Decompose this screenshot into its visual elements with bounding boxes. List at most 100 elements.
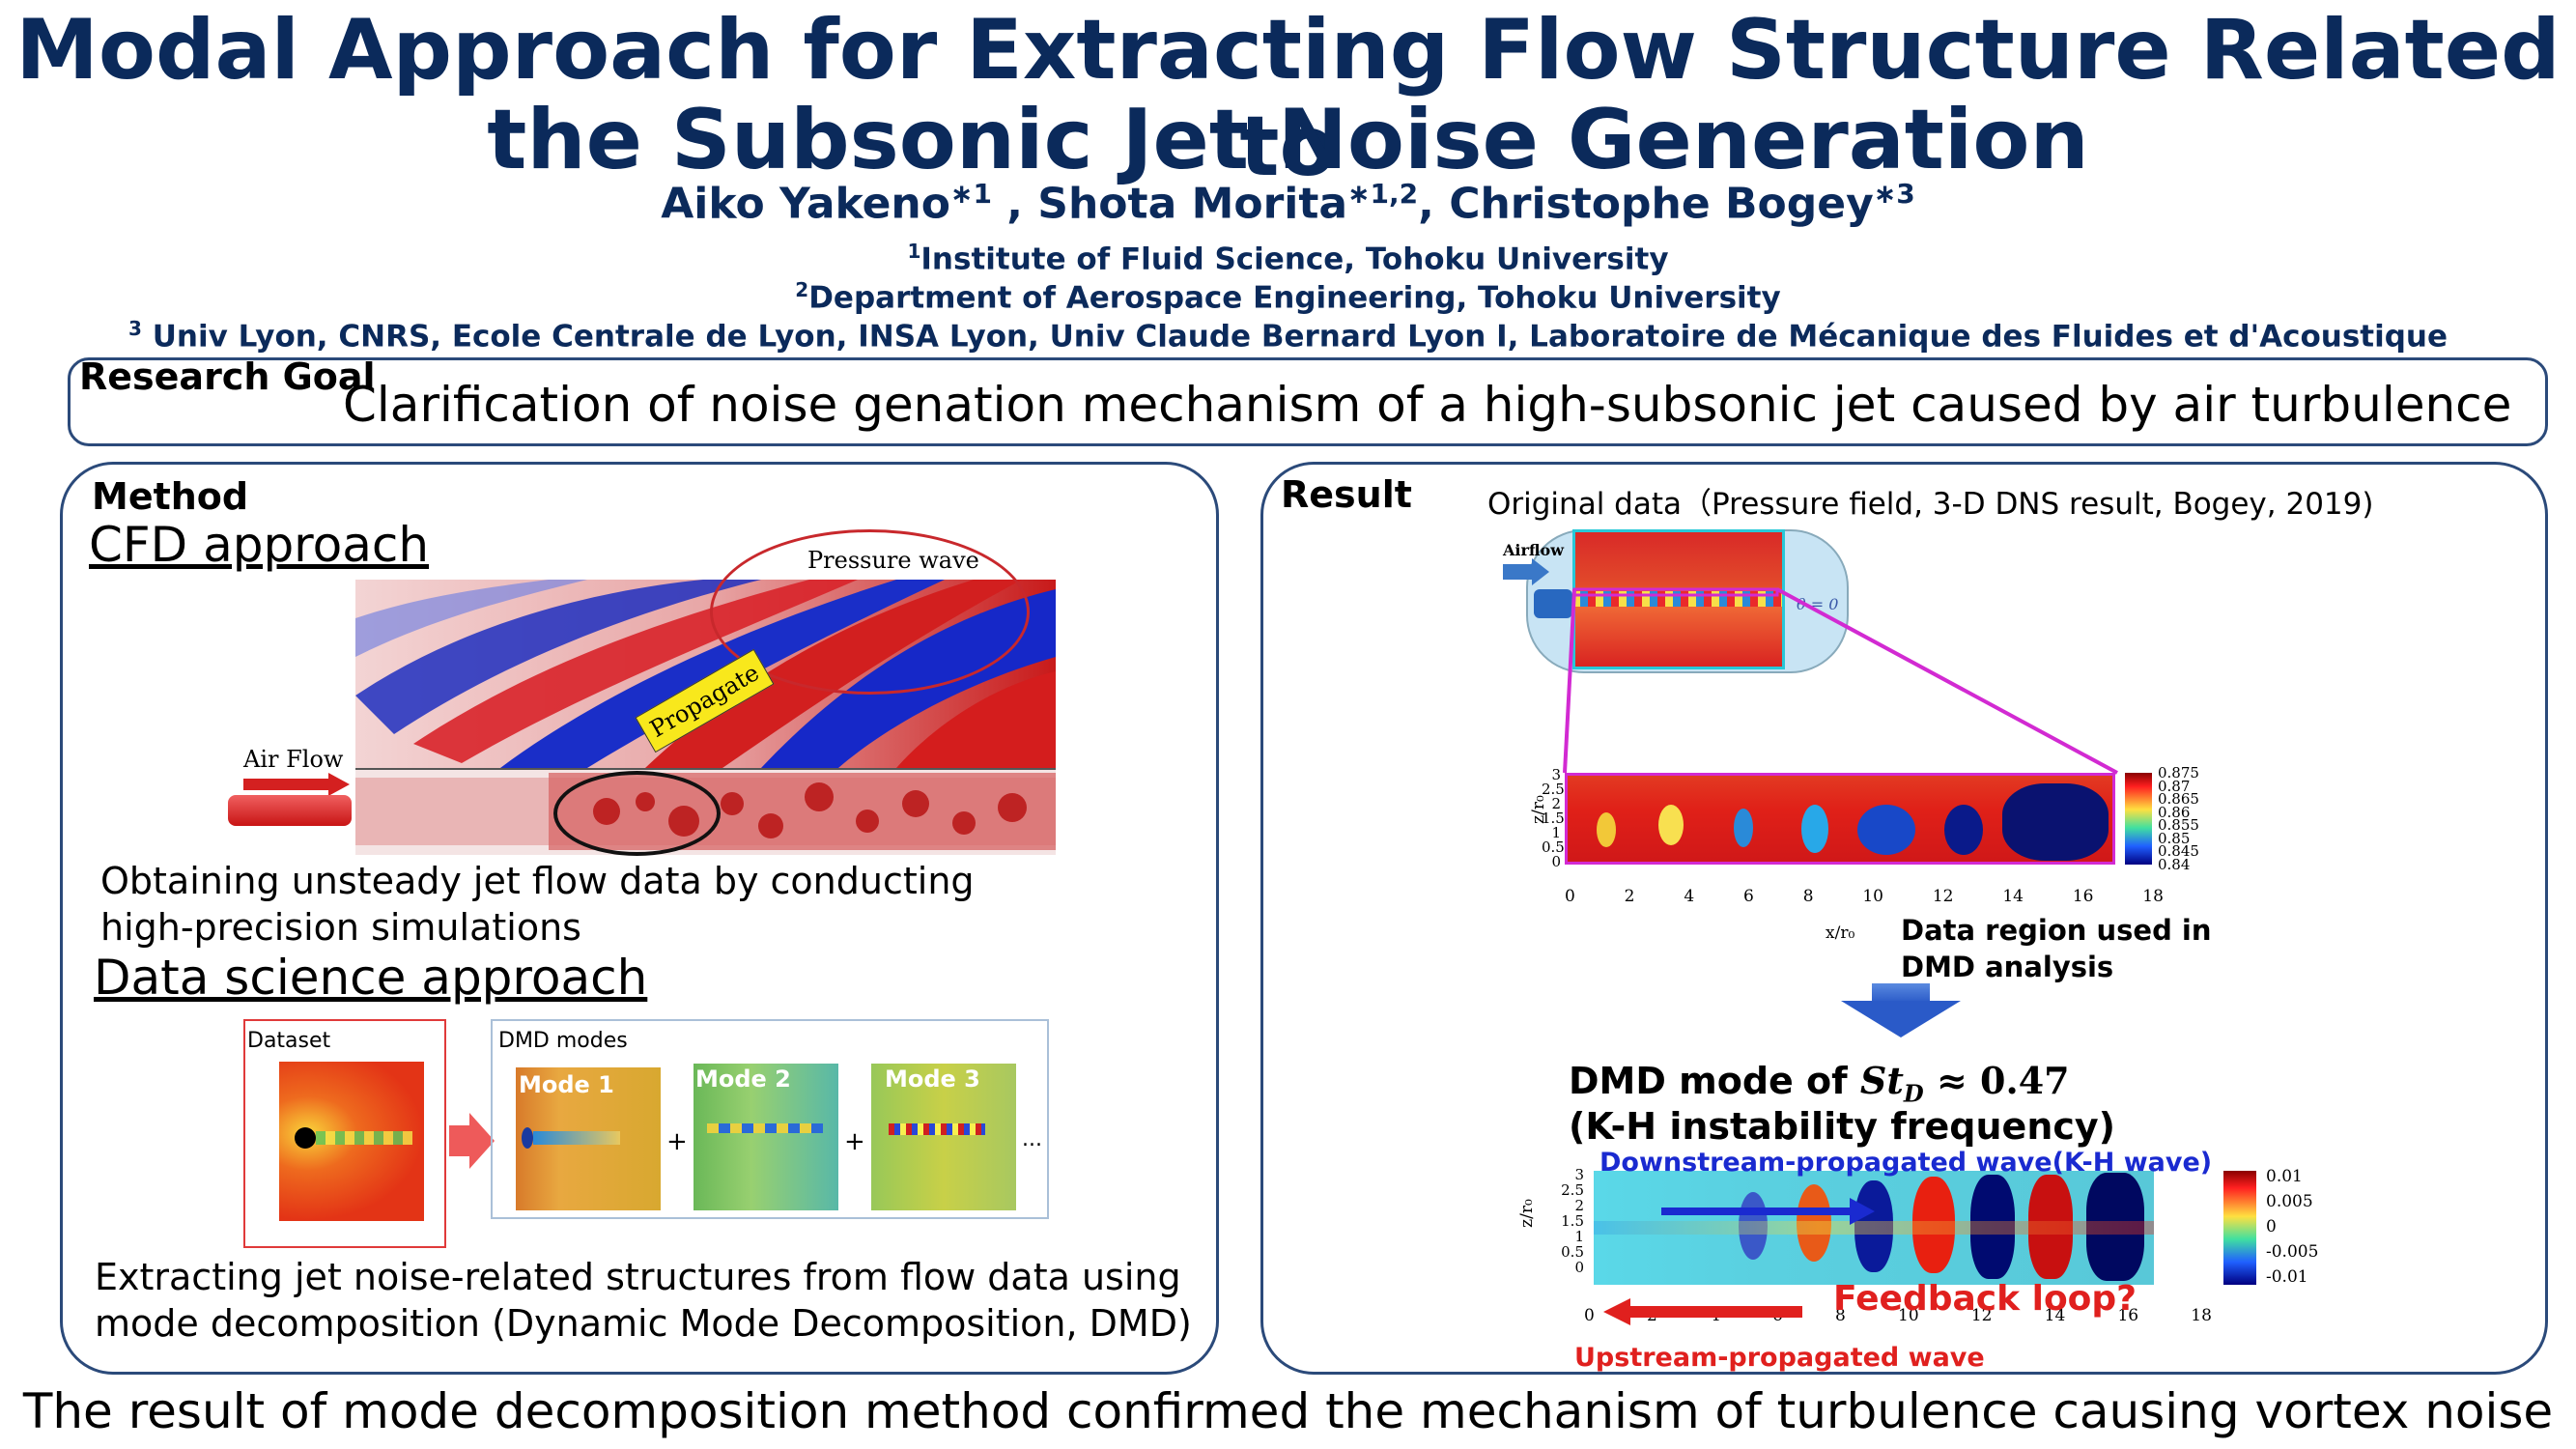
- cbar-1-tick-6: 0.845: [2158, 842, 2199, 860]
- feedback-arrow-head: [1603, 1298, 1630, 1325]
- data-region-line-2: DMD analysis: [1901, 951, 2114, 983]
- colorbar-2: [2223, 1171, 2256, 1285]
- research-goal-box: [68, 357, 2548, 446]
- feedback-arrow-shaft: [1628, 1306, 1802, 1318]
- dataset-to-modes-arrow-shaft: [449, 1125, 470, 1156]
- y-tick-1-3: 1.5: [1542, 810, 1565, 827]
- y-tick-1-2: 2: [1551, 795, 1561, 812]
- conclusion-text: The result of mode decomposition method …: [22, 1383, 2554, 1439]
- x-tick-2-4: 8: [1835, 1306, 1846, 1325]
- x-tick-1-1: 2: [1624, 887, 1635, 906]
- x-tick-2-0: 0: [1584, 1306, 1595, 1325]
- dataset-to-modes-arrow-head: [469, 1113, 495, 1169]
- dmd-modes-panel: DMD modes Mode 1 + Mode 2 + Mode 3 ...: [491, 1019, 1049, 1219]
- colorbar-1: [2125, 773, 2152, 865]
- authors-line: Aiko Yakeno∗1 , Shota Morita∗1,2, Christ…: [0, 178, 2576, 229]
- dataset-label: Dataset: [247, 1029, 331, 1053]
- method-box: [60, 462, 1219, 1375]
- y-tick-2-1: 2.5: [1561, 1181, 1584, 1199]
- y-tick-1-0: 3: [1551, 766, 1561, 783]
- airflow-arrow-small: [1503, 564, 1534, 580]
- dmd-mode-caption-text: DMD mode of: [1569, 1060, 1860, 1102]
- result-box: [1260, 462, 2548, 1375]
- y-tick-2-0: 3: [1574, 1166, 1584, 1183]
- author-3-affil: ∗3: [1873, 178, 1915, 210]
- author-1: Aiko Yakeno: [661, 179, 950, 229]
- author-3: , Christophe Bogey: [1418, 179, 1874, 229]
- vortex-region-ellipse: [553, 771, 721, 856]
- ds-description-line-1: Extracting jet noise-related structures …: [95, 1256, 1181, 1298]
- x-axis-label-1: x/r₀: [1826, 923, 1855, 943]
- dataset-panel: Dataset: [243, 1019, 446, 1248]
- ds-description-line-2: mode decomposition (Dynamic Mode Decompo…: [95, 1302, 1192, 1345]
- cbar-1-tick-2: 0.865: [2158, 790, 2199, 808]
- air-flow-label: Air Flow: [243, 746, 344, 773]
- pressure-wave-label: Pressure wave: [807, 547, 979, 574]
- plus-1: +: [666, 1127, 688, 1156]
- dmd-mode-st-sub: D: [1903, 1079, 1924, 1108]
- author-1-affil: ∗1: [949, 178, 992, 210]
- y-tick-2-3: 1.5: [1561, 1212, 1584, 1230]
- x-tick-1-5: 10: [1862, 887, 1883, 906]
- upstream-wave-label: Upstream-propagated wave: [1574, 1343, 1985, 1373]
- affiliation-2: 2Department of Aerospace Engineering, To…: [0, 278, 2576, 315]
- plus-2: +: [844, 1127, 865, 1156]
- downstream-arrow-head: [1850, 1198, 1875, 1225]
- y-tick-2-5: 0.5: [1561, 1243, 1584, 1261]
- affiliation-2-text: Department of Aerospace Engineering, Toh…: [808, 280, 1781, 316]
- mode-2-label: Mode 2: [695, 1065, 791, 1093]
- dmd-mode-caption: DMD mode of StD ≈ 0.47: [1569, 1059, 2070, 1108]
- cbar-2-tick-1: 0.005: [2266, 1192, 2313, 1211]
- original-data-field: [1565, 773, 2115, 865]
- affiliation-1: 1Institute of Fluid Science, Tohoku Univ…: [0, 240, 2576, 276]
- affiliation-1-text: Institute of Fluid Science, Tohoku Unive…: [920, 242, 1669, 277]
- dmd-mode-st: St: [1859, 1059, 1904, 1102]
- poster-title-line-1: Modal Approach for Extracting Flow Struc…: [15, 2, 2561, 195]
- cbar-1-tick-3: 0.86: [2158, 803, 2191, 821]
- down-arrow-shaft: [1872, 983, 1930, 1003]
- x-tick-2-9: 18: [2191, 1306, 2212, 1325]
- x-tick-2-8: 16: [2117, 1306, 2139, 1325]
- x-tick-1-0: 0: [1565, 887, 1575, 906]
- downstream-wave-label: Downstream-propagated wave(K-H wave): [1599, 1148, 2213, 1178]
- result-label: Result: [1281, 473, 1412, 516]
- original-data-caption: Original data（Pressure field, 3-D DNS re…: [1487, 487, 2374, 522]
- airflow-arrow-head-small: [1532, 558, 1549, 585]
- feedback-loop-label: Feedback loop?: [1833, 1279, 2137, 1319]
- dataset-field-image: [279, 1062, 424, 1221]
- cbar-2-tick-2: 0: [2266, 1217, 2277, 1236]
- y-tick-2-2: 2: [1574, 1197, 1584, 1214]
- y-tick-1-5: 0.5: [1542, 838, 1565, 856]
- x-tick-1-9: 18: [2142, 887, 2164, 906]
- x-tick-1-8: 16: [2072, 887, 2094, 906]
- cfd-heading: CFD approach: [89, 517, 430, 573]
- x-tick-2-7: 14: [2044, 1306, 2066, 1325]
- affiliation-3-sup: 3: [128, 317, 142, 340]
- cfd-description-line-2: high-precision simulations: [100, 906, 581, 949]
- dmd-mode-field: [1594, 1171, 2154, 1285]
- x-tick-1-2: 4: [1684, 887, 1695, 906]
- method-label: Method: [92, 475, 249, 518]
- colorbar-1-ticks: 0.875 0.87 0.865 0.86 0.855 0.85 0.845 0…: [2158, 766, 2199, 873]
- author-2: , Shota Morita: [991, 179, 1348, 229]
- y-tick-1-4: 1: [1551, 824, 1561, 841]
- cbar-1-tick-4: 0.855: [2158, 816, 2199, 834]
- y-tick-2-6: 0: [1574, 1259, 1584, 1276]
- affiliation-2-sup: 2: [795, 278, 809, 301]
- y-tick-1-6: 0: [1551, 853, 1561, 870]
- downstream-arrow-shaft: [1661, 1208, 1854, 1215]
- cbar-1-tick-7: 0.84: [2158, 855, 2191, 873]
- y-ticks-1: 3 2.5 2 1.5 1 0.5 0: [1542, 766, 1565, 870]
- x-tick-2-5: 10: [1898, 1306, 1919, 1325]
- cbar-2-tick-3: -0.005: [2266, 1242, 2319, 1262]
- x-tick-1-6: 12: [1932, 887, 1954, 906]
- mode-3-label: Mode 3: [885, 1065, 980, 1093]
- y-ticks-2: 3 2.5 2 1.5 1 0.5 0: [1555, 1167, 1584, 1275]
- affiliation-3-text: Univ Lyon, CNRS, Ecole Centrale de Lyon,…: [141, 319, 2448, 355]
- down-arrow-head: [1841, 1001, 1961, 1037]
- y-axis-label-2: z/r₀: [1516, 1199, 1537, 1228]
- x-ticks-1: 0 2 4 6 8 10 12 14 16 18: [1565, 887, 2164, 906]
- cbar-1-tick-5: 0.85: [2158, 829, 2191, 847]
- x-tick-1-4: 8: [1802, 887, 1814, 906]
- affiliation-1-sup: 1: [907, 240, 921, 263]
